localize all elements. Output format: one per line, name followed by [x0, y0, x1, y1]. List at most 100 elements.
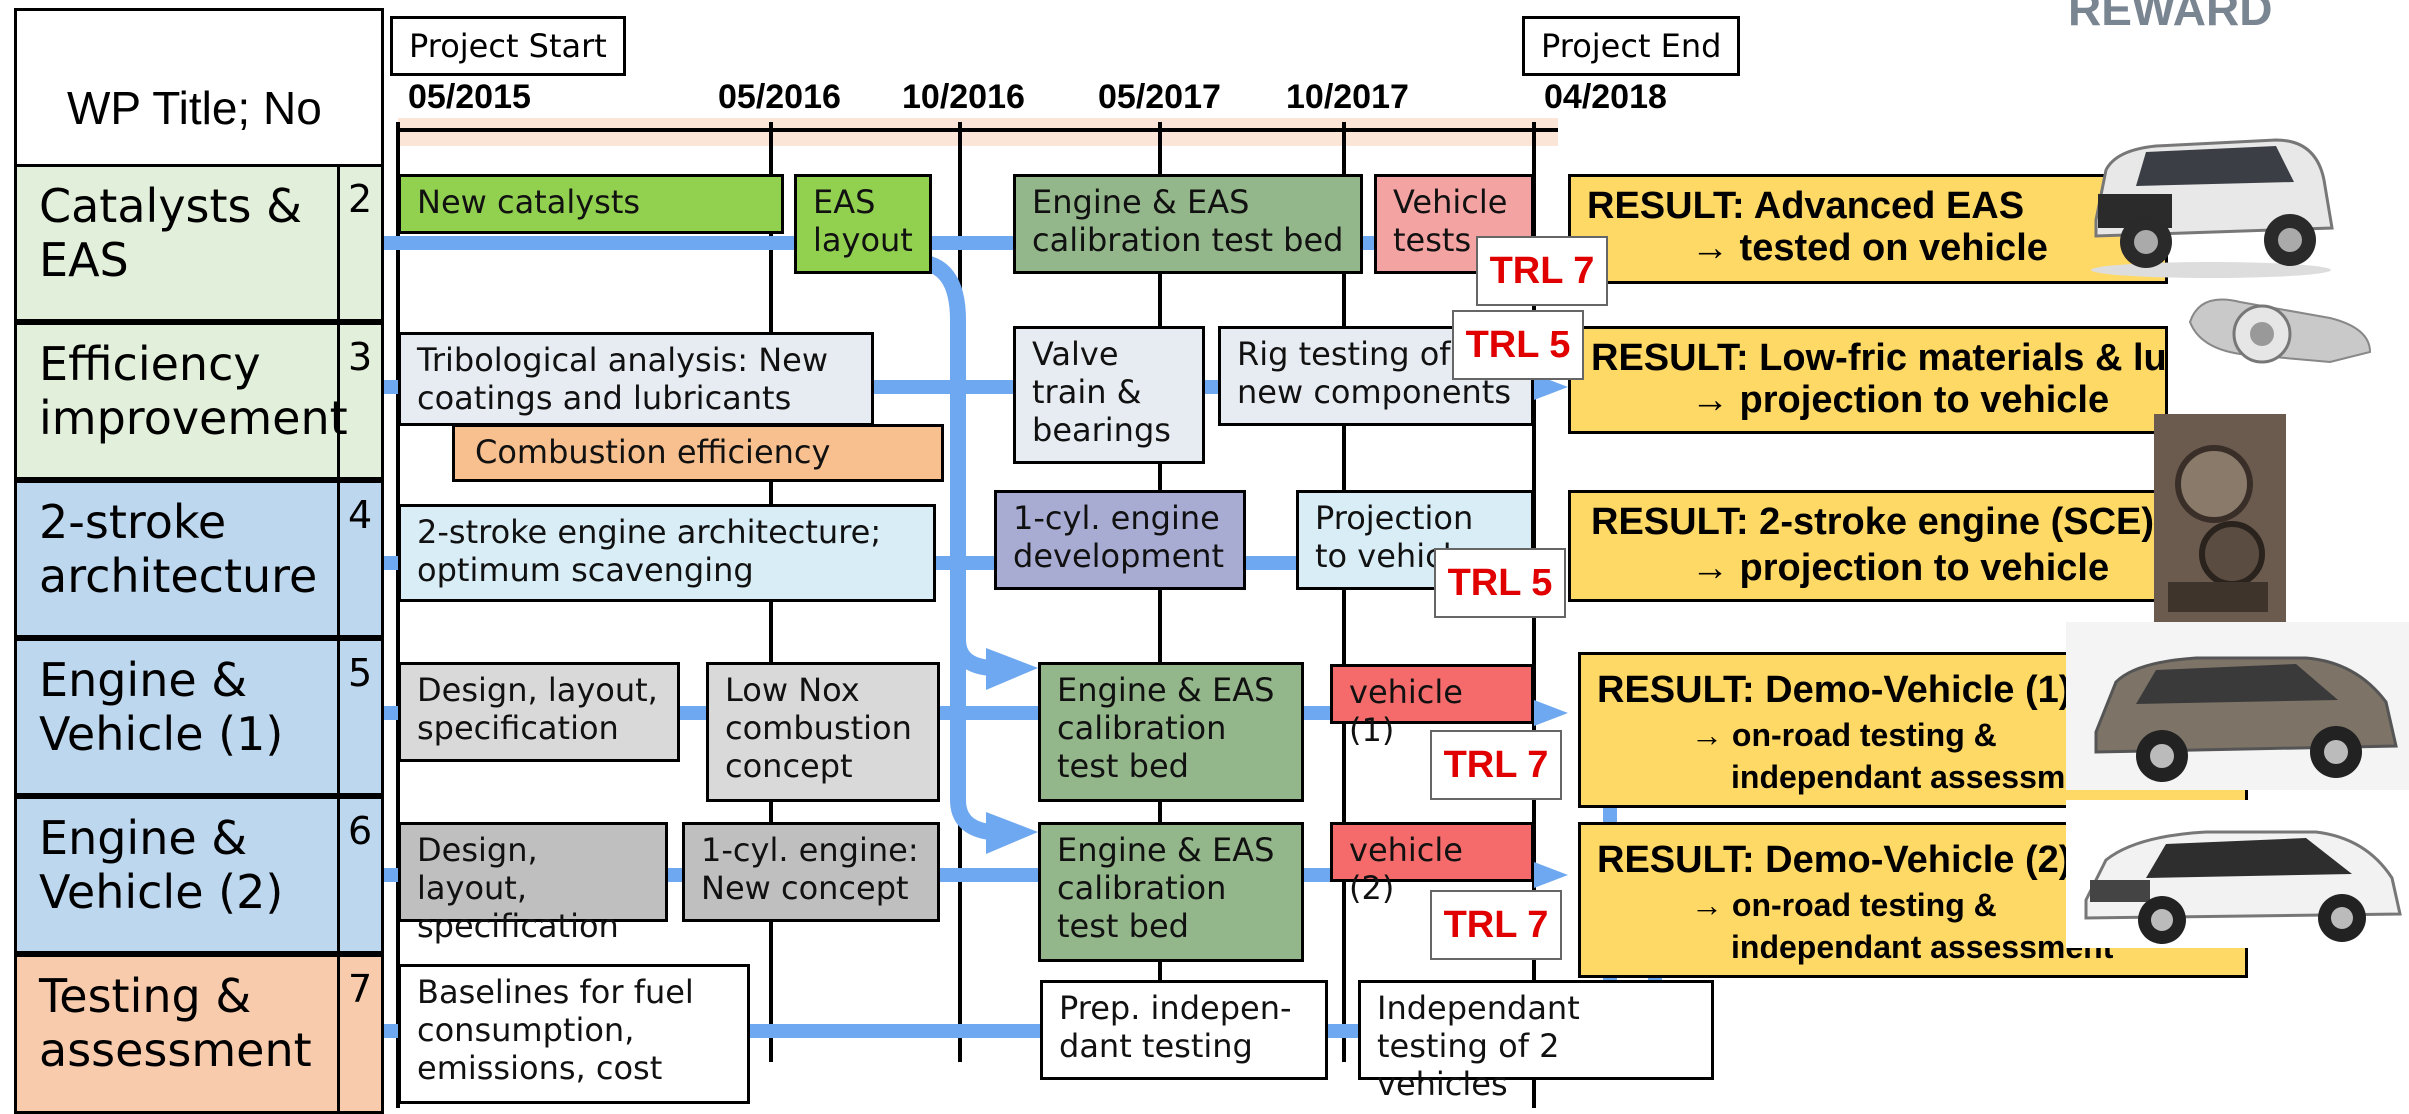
task-tribological-analysis-label: Tribological analysis: New coatings and … [417, 341, 829, 417]
result-demo-vehicle-1-line3: independant assessment [1731, 759, 2114, 795]
task-one-cyl-new-concept-label: 1-cyl. engine: New concept [701, 831, 919, 907]
jeep-photo [2091, 138, 2334, 278]
wp-number-2: 2 [337, 167, 381, 319]
wp-title-label: WP Title; No [67, 82, 322, 134]
wp-title-header: WP Title; No [14, 8, 382, 164]
result-demo-vehicle-2-line3: independant assessment [1731, 929, 2114, 965]
wp-row-7: Testing & assessment 7 [14, 954, 384, 1114]
task-projection-to-vehicle-label: Projection to vehicle [1315, 499, 1474, 575]
wp-number-5: 5 [337, 641, 381, 793]
trl-badge-wp3: TRL 5 [1452, 310, 1584, 380]
gridline-05-2015 [396, 122, 400, 1108]
gridline-05-2017 [1158, 122, 1162, 1062]
wp-row-4: 2-stroke architecture 4 [14, 480, 384, 638]
task-independant-testing-label: Independant testing of 2 vehicles [1377, 989, 1580, 1103]
wp-number-4: 4 [337, 483, 381, 635]
task-one-cyl-development-label: 1-cyl. engine development [1013, 499, 1225, 575]
task-design-layout-2-label: Design, layout, specification [417, 831, 619, 945]
task-low-nox-label: Low Nox combustion concept [725, 671, 912, 785]
trl-badge-wp5: TRL 7 [1430, 730, 1562, 800]
task-eas-layout-label: EAS layout [813, 183, 913, 259]
wp-name-4: 2-stroke architecture [39, 495, 318, 603]
result-demo-vehicle-2-title: RESULT: Demo-Vehicle (2) [1597, 839, 2072, 881]
wp-name-5: Engine & Vehicle (1) [39, 653, 284, 761]
result-two-stroke-line2: → projection to vehicle [1691, 547, 2110, 589]
engine-component-photo [2188, 298, 2372, 364]
wp-row-3: Efficiency improvement 3 [14, 322, 384, 480]
project-start-label: Project Start [409, 27, 607, 65]
task-design-layout-1-label: Design, layout, specification [417, 671, 658, 747]
project-end-label: Project End [1541, 27, 1722, 65]
date-label-3: 05/2017 [1098, 78, 1221, 116]
result-demo-vehicle-1-title: RESULT: Demo-Vehicle (1) [1597, 669, 2072, 711]
reward-logo: REWARD [2068, 0, 2273, 35]
task-vehicle-1: vehicle (1) [1330, 664, 1534, 749]
project-end-milestone: Project End [1522, 16, 1741, 76]
wp-number-6: 6 [337, 799, 381, 951]
result-low-fric-line2: → projection to vehicle [1691, 379, 2110, 421]
wp-row-2: Catalysts & EAS 2 [14, 164, 384, 322]
task-projection-to-vehicle: Projection to vehicle [1296, 490, 1534, 590]
task-vehicle-2: vehicle (2) [1330, 822, 1534, 907]
date-label-1: 05/2016 [718, 78, 841, 116]
task-low-nox: Low Nox combustion concept [706, 662, 940, 802]
timeline-axis [398, 128, 1558, 132]
task-vehicle-1-label: vehicle (1) [1349, 673, 1463, 749]
wp-name-3: Efficiency improvement [39, 337, 348, 445]
task-engine-eas-calibration-wp2-label: Engine & EAS calibration test bed [1032, 183, 1344, 259]
task-eas-layout: EAS layout [794, 174, 932, 274]
volvo-xc60-photo [2066, 800, 2409, 948]
date-label-5: 04/2018 [1544, 78, 1667, 116]
wp-name-2: Catalysts & EAS [39, 179, 302, 287]
task-one-cyl-new-concept: 1-cyl. engine: New concept [682, 822, 940, 922]
task-valve-train: Valve train & bearings [1013, 326, 1205, 464]
task-one-cyl-development: 1-cyl. engine development [994, 490, 1246, 590]
task-engine-eas-calibration-wp5-label: Engine & EAS calibration test bed [1057, 671, 1275, 785]
task-prep-testing: Prep. indepen-dant testing [1040, 980, 1328, 1080]
result-two-stroke: RESULT: 2-stroke engine (SCE) → projecti… [1568, 490, 2168, 602]
task-engine-eas-calibration-wp5: Engine & EAS calibration test bed [1038, 662, 1304, 802]
task-new-catalysts: New catalysts [398, 174, 784, 234]
date-label-2: 10/2016 [902, 78, 1025, 116]
task-vehicle-tests-label: Vehicle tests [1393, 183, 1508, 259]
result-low-fric: RESULT: Low-fric materials & lubric → pr… [1568, 326, 2168, 434]
renault-kadjar-photo [2066, 622, 2409, 790]
task-two-stroke-architecture: 2-stroke engine architecture; optimum sc… [398, 504, 936, 602]
result-advanced-eas: RESULT: Advanced EAS → tested on vehicle [1568, 174, 2168, 284]
task-baselines-label: Baselines for fuel consumption, emission… [417, 973, 694, 1087]
result-advanced-eas-title: RESULT: Advanced EAS [1587, 185, 2025, 227]
wp-number-7: 7 [337, 957, 381, 1113]
task-new-catalysts-label: New catalysts [417, 183, 641, 221]
task-prep-testing-label: Prep. indepen-dant testing [1059, 989, 1292, 1065]
wp-name-6: Engine & Vehicle (2) [39, 811, 284, 919]
task-rig-testing-label: Rig testing of new components [1237, 335, 1512, 411]
trl-badge-wp6: TRL 7 [1430, 890, 1562, 960]
trl-badge-wp2: TRL 7 [1476, 236, 1608, 306]
task-combustion-efficiency: Combustion efficiency [452, 424, 944, 482]
date-label-4: 10/2017 [1286, 78, 1409, 116]
trl-badge-wp4: TRL 5 [1434, 548, 1566, 618]
task-independant-testing: Independant testing of 2 vehicles [1358, 980, 1714, 1103]
wp-number-3: 3 [337, 325, 381, 477]
result-two-stroke-title: RESULT: 2-stroke engine (SCE) [1591, 501, 2155, 543]
project-start-milestone: Project Start [390, 16, 626, 76]
gridline-10-2017 [1342, 122, 1346, 1062]
result-demo-vehicle-1-line2: → on-road testing & [1691, 717, 1997, 753]
result-demo-vehicle-2-line2: → on-road testing & [1691, 887, 1997, 923]
wp-name-7: Testing & assessment [39, 969, 312, 1077]
task-valve-train-label: Valve train & bearings [1032, 335, 1171, 449]
task-two-stroke-architecture-label: 2-stroke engine architecture; optimum sc… [417, 513, 882, 589]
task-vehicle-2-label: vehicle (2) [1349, 831, 1463, 907]
date-label-0: 05/2015 [408, 78, 531, 116]
result-advanced-eas-line2: → tested on vehicle [1691, 227, 2048, 269]
two-stroke-engine-photo [2154, 414, 2286, 622]
task-engine-eas-calibration-wp6: Engine & EAS calibration test bed [1038, 822, 1304, 962]
task-engine-eas-calibration-wp6-label: Engine & EAS calibration test bed [1057, 831, 1275, 945]
task-baselines: Baselines for fuel consumption, emission… [398, 964, 750, 1104]
task-tribological-analysis: Tribological analysis: New coatings and … [398, 332, 874, 426]
wp-row-6: Engine & Vehicle (2) 6 [14, 796, 384, 954]
task-combustion-efficiency-label: Combustion efficiency [475, 433, 831, 471]
task-design-layout-2: Design, layout, specification [398, 822, 668, 945]
result-low-fric-title: RESULT: Low-fric materials & lubric [1591, 337, 2167, 379]
wp-row-5: Engine & Vehicle (1) 5 [14, 638, 384, 796]
